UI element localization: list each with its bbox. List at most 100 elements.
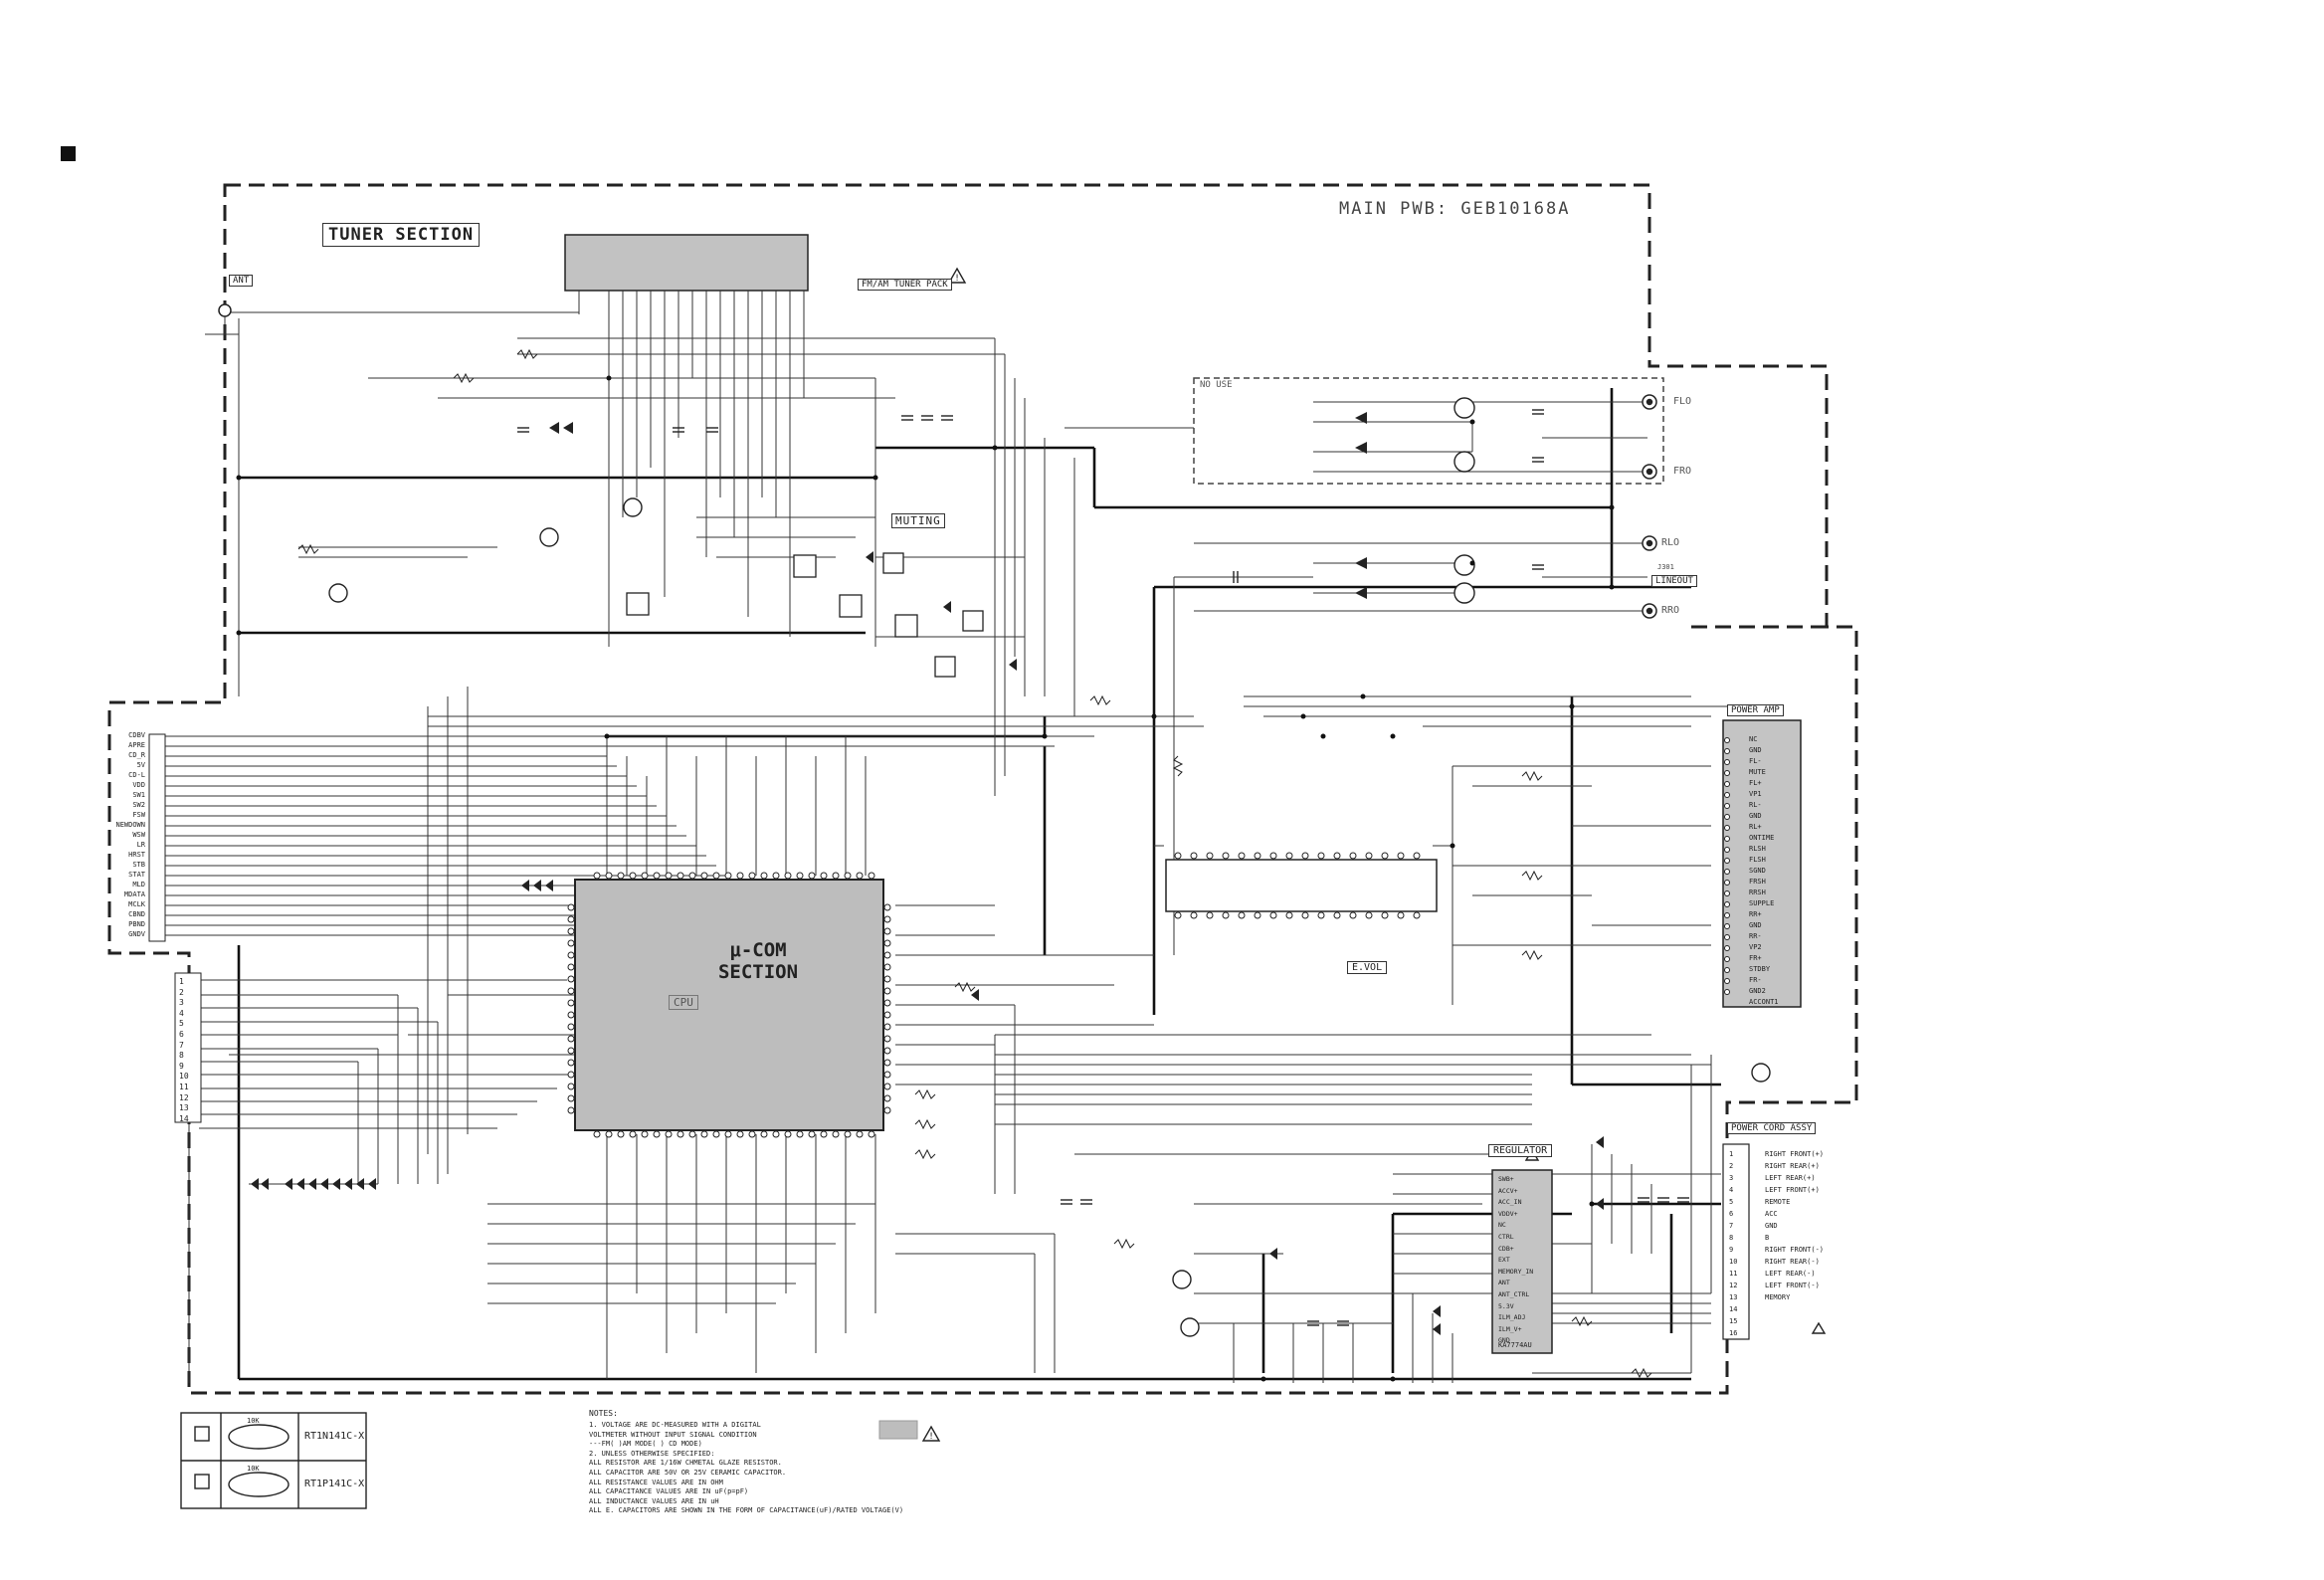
power-amp-pins	[1724, 737, 1730, 995]
legend-row1-value: RT1N141C-X	[304, 1431, 365, 1442]
power-cord-signal-list: RIGHT FRONT(+) RIGHT REAR(+) LEFT REAR(+…	[1765, 1148, 1824, 1303]
small-ics	[626, 552, 984, 678]
power-cord-pin: 15	[1729, 1317, 1738, 1325]
fro-label: FRO	[1673, 466, 1692, 477]
connector-pin: 1	[179, 977, 184, 986]
power-cord-pin: 13	[1729, 1293, 1738, 1301]
regulator-pin: MEMORY_IN	[1498, 1267, 1534, 1276]
output-jacks	[1642, 394, 1657, 619]
power-amp-pin: NC	[1749, 735, 1758, 743]
j301-label: J301	[1657, 563, 1674, 571]
regulator-pin: 5.3V	[1498, 1301, 1514, 1310]
main-pwb-label: MAIN PWB: GEB10168A	[1339, 199, 1571, 219]
left-numbered-connector	[174, 972, 202, 1123]
regulator-pin: CDB+	[1498, 1244, 1514, 1253]
diodes	[521, 412, 1604, 1335]
connector-pin: 5	[179, 1019, 184, 1029]
power-cord-signal: ACC	[1765, 1210, 1778, 1218]
bus-signal: CD-L	[128, 771, 145, 779]
grey-key-swatch	[878, 1420, 918, 1440]
left-bus-connector	[148, 733, 166, 942]
power-cord-pin-list: 1 2 3 4 5 6 7 8 9 10 11 12 13 14 15 16	[1729, 1148, 1737, 1339]
note-line: ---FM( )AM MODE( ) CD MODE)	[589, 1440, 702, 1449]
regulator-pin-list: SWB+ ACCV+ ACC_IN VDDV+ NC CTRL CDB+ EXT…	[1498, 1174, 1533, 1347]
mcom-section-label: μ-COM SECTION	[717, 939, 799, 983]
power-cord-signal: RIGHT REAR(+)	[1765, 1162, 1820, 1170]
bus-signal: MLD	[132, 881, 145, 889]
muting-label: MUTING	[891, 513, 945, 528]
regulator-pin: ACC_IN	[1498, 1198, 1522, 1207]
power-amp-pin: RRSH	[1749, 889, 1766, 896]
power-amp-pin: GND	[1749, 746, 1762, 754]
power-amp-pin: GND	[1749, 812, 1762, 820]
power-cord-signal: LEFT FRONT(-)	[1765, 1282, 1820, 1289]
note-line: ALL CAPACITOR ARE 50V OR 25V CERAMIC CAP…	[589, 1468, 787, 1477]
power-amp-pin: VP2	[1749, 943, 1762, 951]
connector-pin: 12	[179, 1092, 189, 1102]
regulator-pin: ILM_ADJ	[1498, 1313, 1526, 1322]
power-cord-pin: 1	[1729, 1150, 1734, 1158]
svg-text:!: !	[955, 274, 959, 284]
bus-signal: SW1	[132, 791, 145, 799]
connector-pin: 14	[179, 1113, 189, 1123]
left-connector-pin-list: 1 2 3 4 5 6 7 8 9 10 11 12 13 14	[179, 977, 189, 1124]
resistors	[297, 348, 1652, 1379]
power-cord-pin: 4	[1729, 1186, 1734, 1194]
rlo-label: RLO	[1661, 537, 1680, 548]
regulator-pin: VDDV+	[1498, 1209, 1518, 1218]
power-amp-pin: RL-	[1749, 801, 1762, 809]
power-cord-signal: GND	[1765, 1222, 1778, 1230]
board-outline	[107, 183, 1858, 1395]
power-amp-pin: FL-	[1749, 757, 1762, 765]
power-cord-pin: 7	[1729, 1222, 1734, 1230]
evol-chip-pins	[1174, 852, 1421, 919]
no-use-label: NO USE	[1200, 380, 1233, 390]
tuner-section-title: TUNER SECTION	[322, 223, 481, 247]
power-amp-pin: GND2	[1749, 987, 1766, 995]
regulator-pin: ANT_CTRL	[1498, 1289, 1530, 1298]
regulator-ic-label: KA7774AU	[1498, 1341, 1532, 1349]
regulator-block	[1491, 1169, 1553, 1354]
power-cord-signal: LEFT FRONT(+)	[1765, 1186, 1820, 1194]
power-amp-pin: FL+	[1749, 779, 1762, 787]
junctions	[236, 375, 1615, 1382]
regulator-label: REGULATOR	[1488, 1144, 1553, 1157]
note-line: ALL CAPACITANCE VALUES ARE IN uF(p=pF)	[589, 1487, 749, 1496]
note-line: 2. UNLESS OTHERWISE SPECIFIED:	[589, 1449, 715, 1458]
legend-row1-resistor: 10K	[247, 1417, 260, 1425]
bus-signal: MDATA	[123, 890, 145, 898]
legend-row2-value: RT1P141C-X	[304, 1479, 365, 1489]
connector-pin: 6	[179, 1029, 184, 1039]
power-amp-pin: MUTE	[1749, 768, 1766, 776]
connector-pin: 4	[179, 1008, 184, 1018]
power-cord-pin: 16	[1729, 1329, 1738, 1337]
note-line: ALL E. CAPACITORS ARE SHOWN IN THE FORM …	[589, 1506, 904, 1515]
power-amp-pin: SGND	[1749, 867, 1766, 875]
note-line: ALL RESISTANCE VALUES ARE IN OHM	[589, 1478, 723, 1486]
svg-text:!: !	[929, 1432, 933, 1442]
bus-signal: CBND	[128, 910, 145, 918]
bus-signal: FSW	[132, 811, 145, 819]
power-amp-block	[1722, 719, 1802, 1008]
regulator-pin: ILM_V+	[1498, 1324, 1522, 1333]
note-line: 1. VOLTAGE ARE DC-MEASURED WITH A DIGITA…	[589, 1421, 761, 1429]
power-cord-pin: 14	[1729, 1305, 1738, 1313]
bus-signal: NEWDOWN	[115, 821, 145, 829]
power-cord-assy-label: POWER CORD ASSY	[1727, 1122, 1817, 1134]
connector-pin: 7	[179, 1040, 184, 1050]
power-amp-pin: FLSH	[1749, 856, 1766, 864]
bus-signal: WSW	[132, 831, 145, 839]
power-amp-pin: RL+	[1749, 823, 1762, 831]
power-amp-pin: GND	[1749, 921, 1762, 929]
power-amp-pin: RR+	[1749, 910, 1762, 918]
power-cord-signal: REMOTE	[1765, 1198, 1791, 1206]
tuner-pack-header	[564, 234, 809, 292]
power-amp-pin: ONTIME	[1749, 834, 1775, 842]
regulator-pin: NC	[1498, 1221, 1506, 1230]
regulator-pin: EXT	[1498, 1256, 1510, 1265]
power-cord-signal: B	[1765, 1234, 1770, 1242]
note-line: ALL INDUCTANCE VALUES ARE IN uH	[589, 1496, 719, 1505]
bus-signal: STAT	[128, 871, 145, 879]
power-amp-pin: FR-	[1749, 976, 1762, 984]
